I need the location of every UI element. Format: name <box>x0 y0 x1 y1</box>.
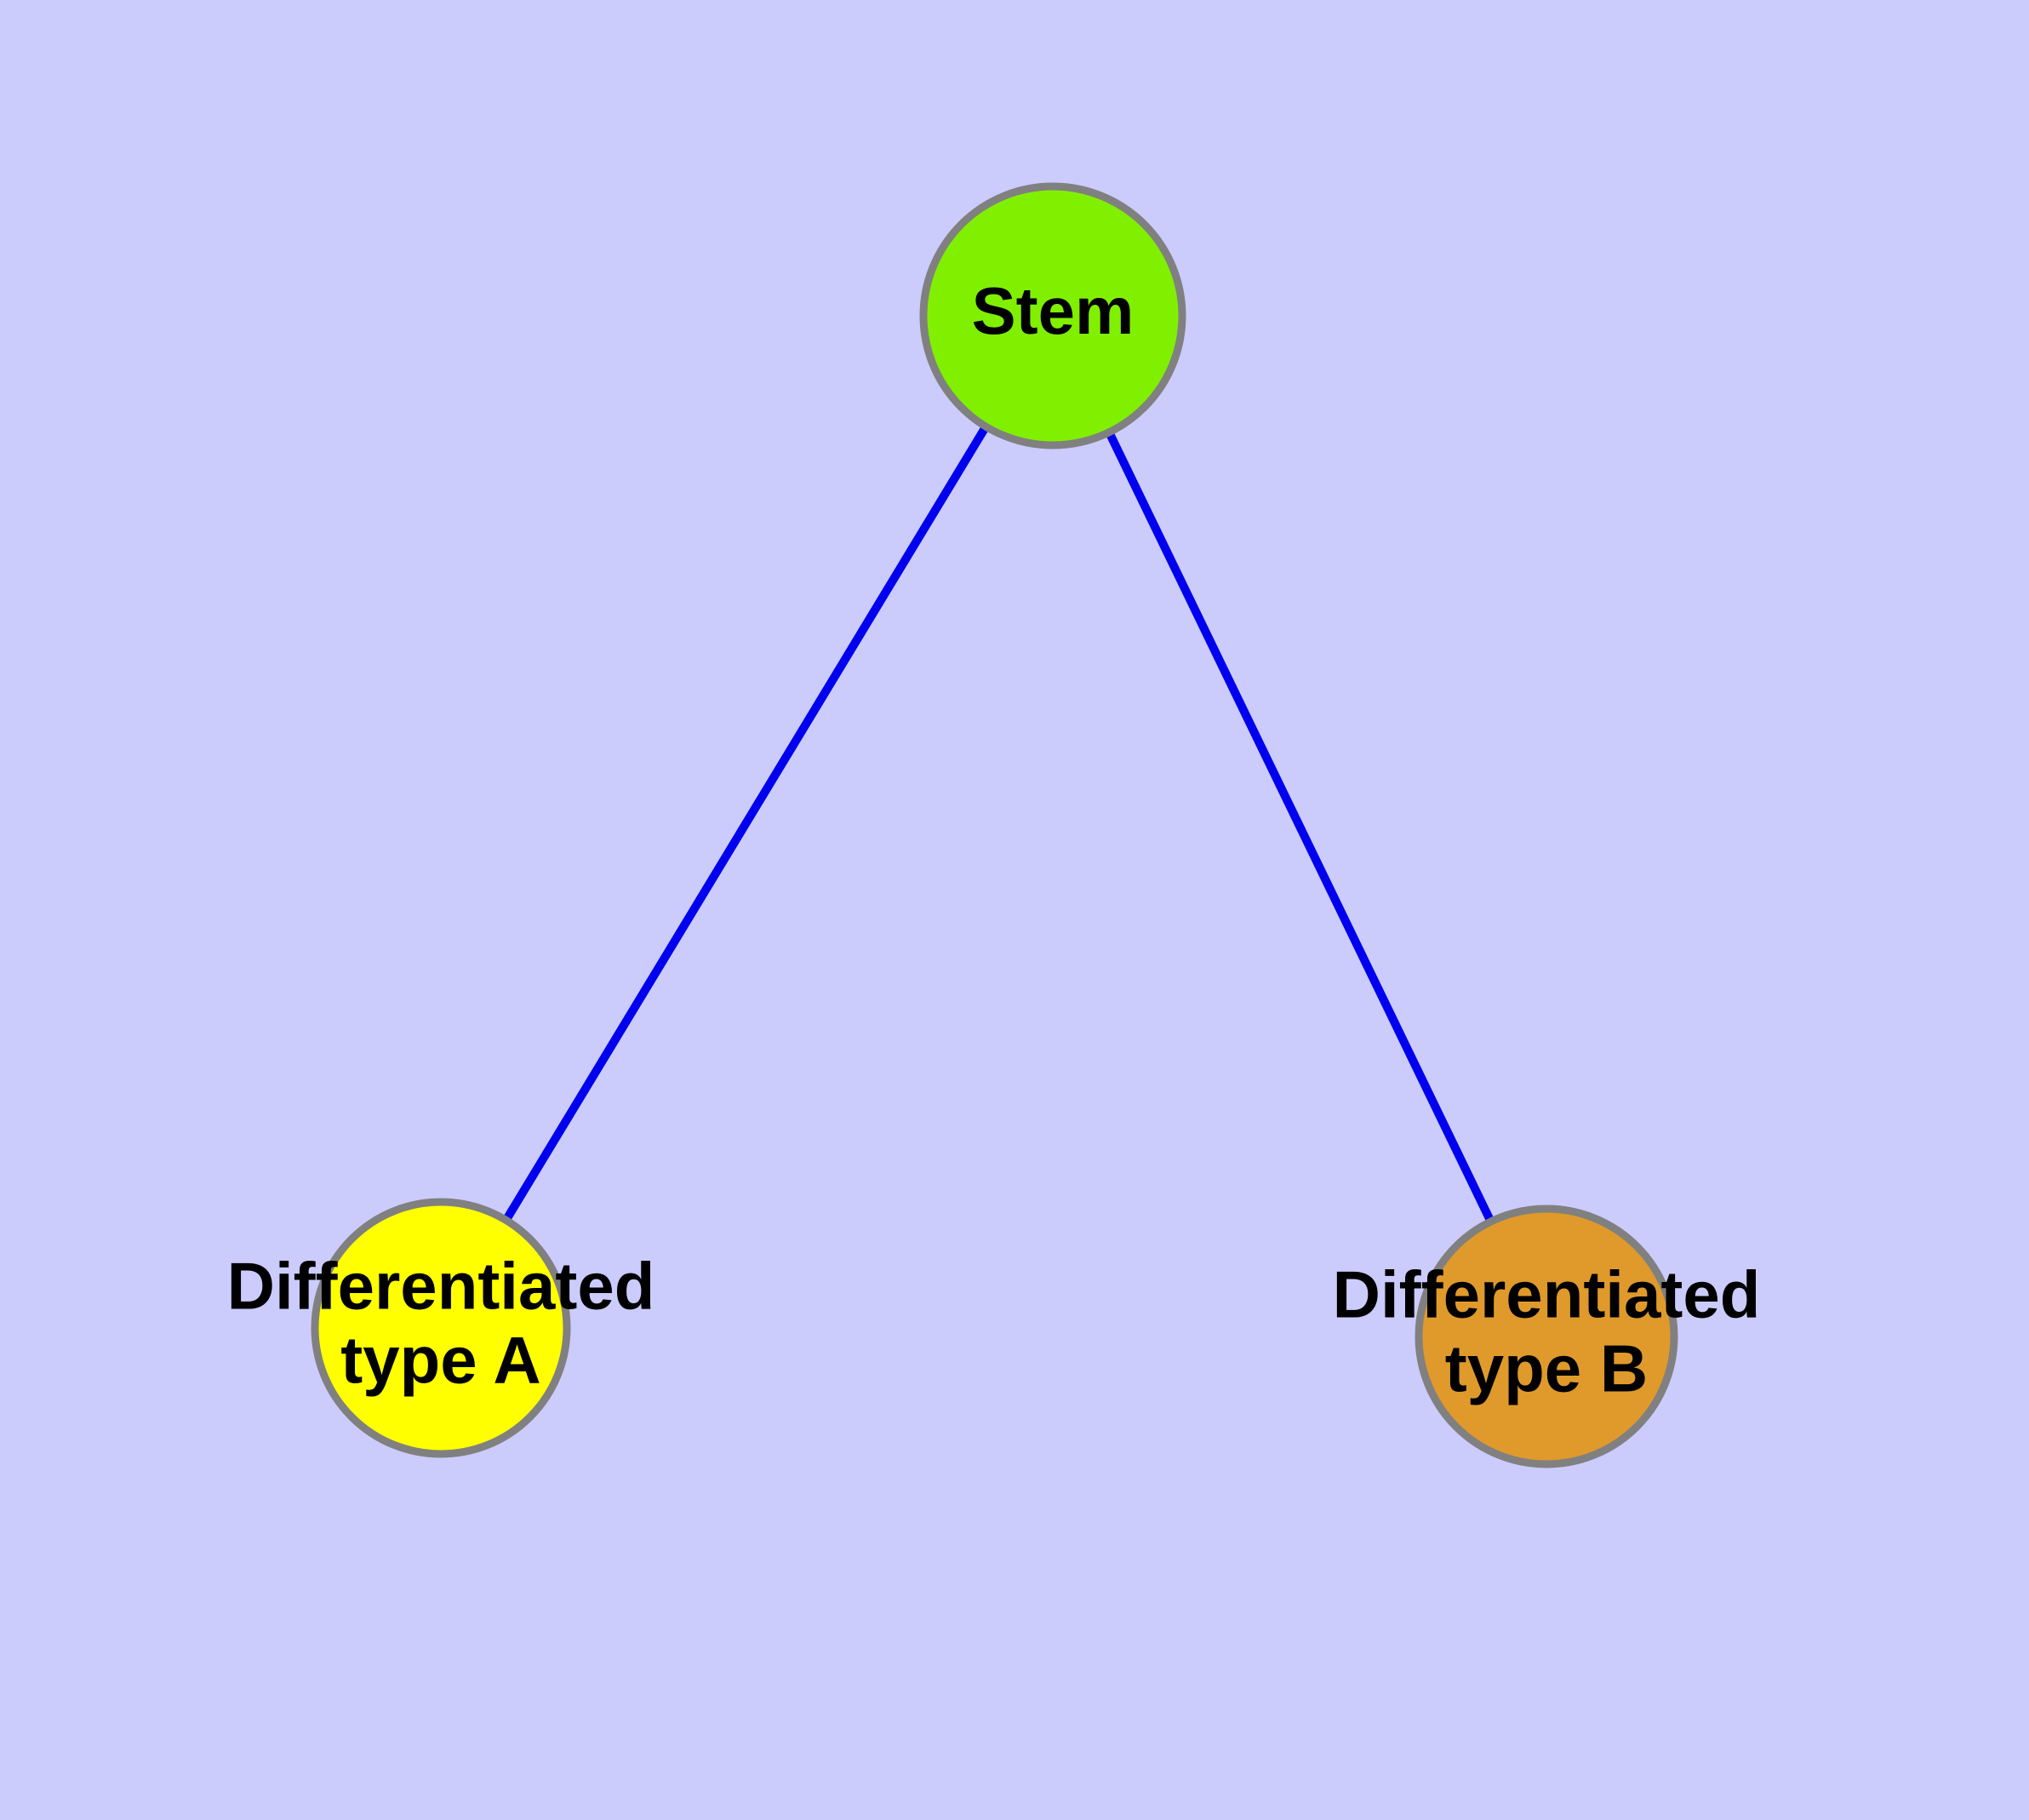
node-circle-stem[interactable] <box>919 182 1186 449</box>
node-label-line: Differentiated <box>227 1248 655 1323</box>
node-label-line: type B <box>1445 1331 1648 1405</box>
node-label-line: Differentiated <box>1333 1256 1761 1331</box>
node-circle-diff_a[interactable] <box>311 1198 571 1458</box>
node-circle-diff_b[interactable] <box>1415 1205 1678 1468</box>
node-label-line: type A <box>340 1322 541 1397</box>
node-label-line: Stem <box>972 273 1135 348</box>
graph-node-stem[interactable]: Stem <box>919 182 1186 449</box>
edges-layer <box>501 422 1496 1225</box>
graph-edge[interactable] <box>501 422 991 1224</box>
graph-edge[interactable] <box>1104 428 1496 1225</box>
node-label-stem: Stem <box>972 273 1135 348</box>
